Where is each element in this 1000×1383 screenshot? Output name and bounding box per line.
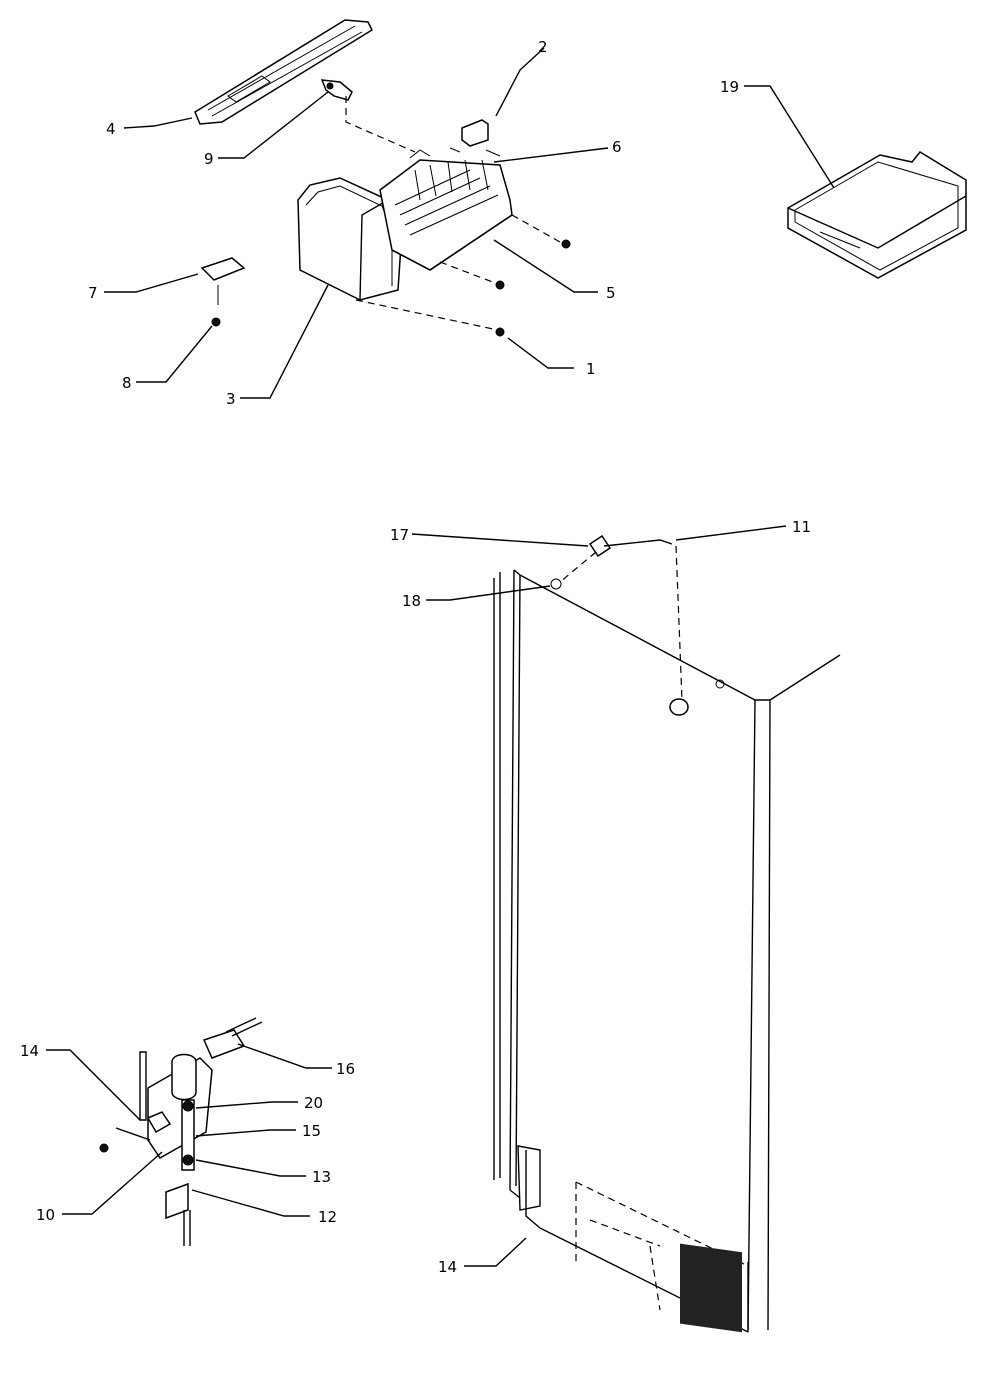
clip-part	[320, 79, 353, 101]
callout-14-valve: 14	[20, 1042, 39, 1060]
mounting-plate-part	[200, 257, 246, 327]
screw-icon	[495, 327, 505, 337]
ice-bucket-part	[787, 151, 967, 279]
ice-maker-body-part	[379, 147, 513, 271]
callout-16: 16	[336, 1060, 355, 1078]
callout-4: 4	[106, 120, 116, 138]
callout-20: 20	[304, 1094, 323, 1112]
callout-17: 17	[390, 526, 409, 544]
water-valve-assembly-part	[99, 1017, 263, 1246]
wire-harness-part	[194, 19, 373, 125]
callout-11: 11	[792, 518, 811, 536]
callout-9: 9	[204, 150, 214, 168]
callout-13: 13	[312, 1168, 331, 1186]
callout-12: 12	[318, 1208, 337, 1226]
callout-10: 10	[36, 1206, 55, 1224]
callout-5: 5	[606, 284, 616, 302]
vent-grille	[680, 1243, 742, 1333]
screw-icon	[561, 239, 571, 249]
callout-14-door: 14	[438, 1258, 457, 1276]
door-switch-part	[559, 534, 683, 701]
callout-3: 3	[226, 390, 236, 408]
callout-7: 7	[88, 284, 98, 302]
callout-8: 8	[122, 374, 132, 392]
screw-icon	[495, 280, 505, 290]
callout-6: 6	[612, 138, 622, 156]
leader-lines	[46, 47, 835, 1267]
callout-19: 19	[720, 78, 739, 96]
callout-2: 2	[538, 38, 548, 56]
callout-18: 18	[402, 592, 421, 610]
callout-1: 1	[586, 360, 596, 378]
freezer-door-panel-part	[493, 569, 841, 1333]
callout-15: 15	[302, 1122, 321, 1140]
bracket-part	[461, 119, 489, 147]
